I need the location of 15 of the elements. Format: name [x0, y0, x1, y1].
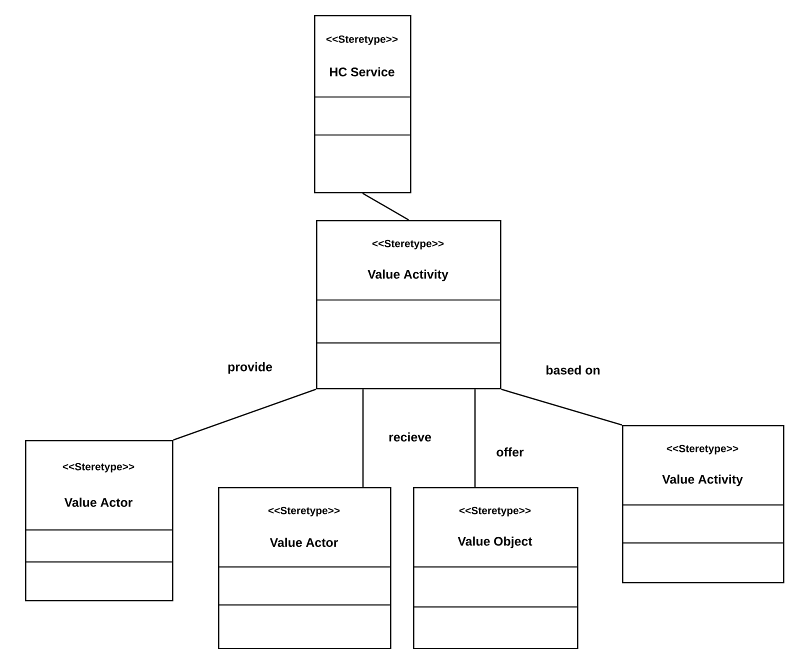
class-box: <<Steretype>> Value Actor [218, 486, 392, 649]
class-box: <<Steretype>> HC Service [314, 14, 412, 194]
edge-label: offer [495, 446, 525, 458]
class-box: <<Steretype>> Value Object [413, 486, 578, 649]
connector-line [362, 389, 364, 487]
connector-line [474, 389, 476, 487]
class-box: <<Steretype>> Value Activity [316, 220, 502, 390]
edge-label: provide [226, 361, 274, 375]
connector-line [173, 388, 316, 441]
edge-label: based on [544, 364, 602, 376]
connector-line [362, 192, 409, 221]
class-box: <<Steretype>> Value Actor [25, 440, 174, 602]
connector-line [501, 388, 622, 426]
edge-label: recieve [388, 431, 432, 443]
class-box: <<Steretype>> Value Activity [622, 424, 784, 584]
